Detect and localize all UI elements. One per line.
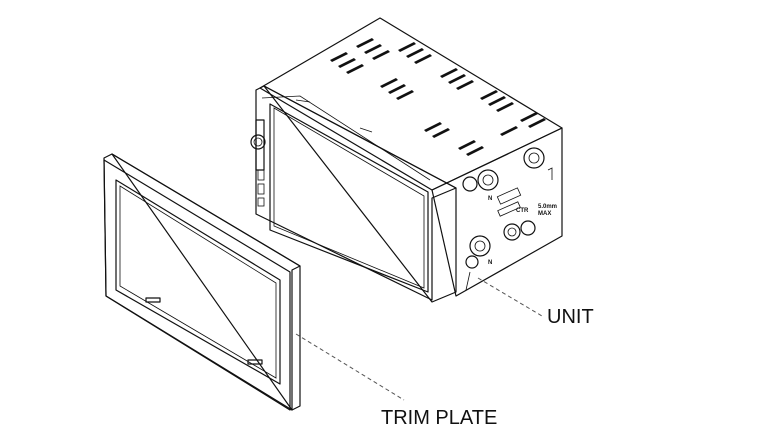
top-vent-slots xyxy=(330,38,546,156)
head-unit: 5.0mm MAX N N CTR xyxy=(250,17,563,303)
unit-leader-line xyxy=(477,277,543,317)
side-panel-details xyxy=(462,147,553,291)
trim-plate-label: TRIM PLATE xyxy=(381,407,497,429)
max-depth-label: 5.0mm xyxy=(538,204,557,210)
unit-label: UNIT xyxy=(547,306,594,328)
trim-plate-leader-line xyxy=(295,333,405,401)
trim-plate xyxy=(103,153,301,411)
max-label: MAX xyxy=(538,211,551,217)
n-marking-lower: N xyxy=(488,260,492,266)
n-marking-upper: N xyxy=(488,196,492,202)
ctr-marking: CTR xyxy=(516,208,529,214)
